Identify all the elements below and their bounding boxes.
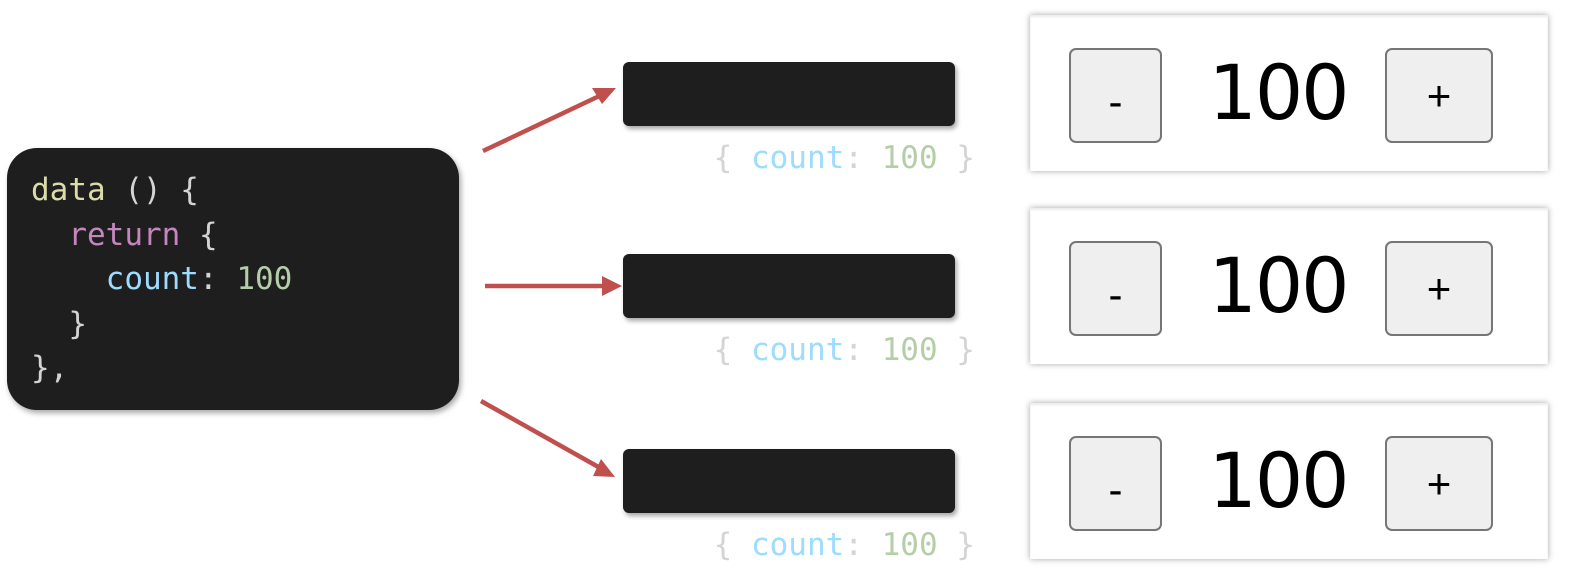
object-value: 100 [881,527,938,563]
object-close-brace: } [937,140,975,176]
arrowhead-3 [593,459,615,477]
object-close-brace: } [937,332,975,368]
data-function-code-block: data () { return { count: 100 }}, [7,148,459,410]
code-token: 100 [236,261,293,297]
code-line: } [31,302,459,347]
object-open-brace: { [713,527,751,563]
code-token: }, [31,350,69,386]
object-key: count [750,140,845,176]
object-key: count [750,527,845,563]
code-token [31,217,68,253]
code-line: return { [31,213,459,258]
code-token: () { [105,172,199,208]
increment-button[interactable]: + [1385,241,1493,336]
counter-widget-1: - 100 + [1030,15,1548,171]
data-object-instance-2: { count: 100 } [623,254,975,368]
object-separator: : [844,332,882,368]
counter-value: 100 [1208,241,1349,330]
arrowhead-2 [602,276,622,296]
object-open-brace: { [713,140,751,176]
code-token: data [31,172,106,208]
counter-widget-2: - 100 + [1030,208,1548,364]
object-separator: : [844,527,882,563]
code-token: } [31,305,87,342]
decrement-button[interactable]: - [1069,48,1162,143]
code-line: count: 100 [31,257,459,302]
object-key: count [750,332,845,368]
object-separator: : [844,140,882,176]
object-value: 100 [881,140,938,176]
counter-value: 100 [1208,48,1349,137]
decrement-button[interactable]: - [1069,241,1162,336]
object-open-brace: { [713,332,751,368]
code-token: : [198,261,237,297]
data-object-instance-3: { count: 100 } [623,449,975,563]
counter-value: 100 [1208,436,1349,525]
arrow-to-object-3 [479,399,604,471]
decrement-button[interactable]: - [1069,436,1162,531]
data-object-instance-1: { count: 100 } [623,62,975,176]
increment-button[interactable]: + [1385,48,1493,143]
increment-button[interactable]: + [1385,436,1493,531]
object-value: 100 [881,332,938,368]
code-line: data () { [31,168,459,213]
arrowhead-1 [592,88,616,104]
code-line: }, [31,346,459,391]
code-token: return [68,216,181,253]
arrow-to-object-1 [482,87,613,154]
counter-widget-3: - 100 + [1030,403,1548,559]
object-close-brace: } [937,527,975,563]
code-token: count [105,261,199,297]
code-token [31,261,106,297]
code-token: { [180,216,218,253]
